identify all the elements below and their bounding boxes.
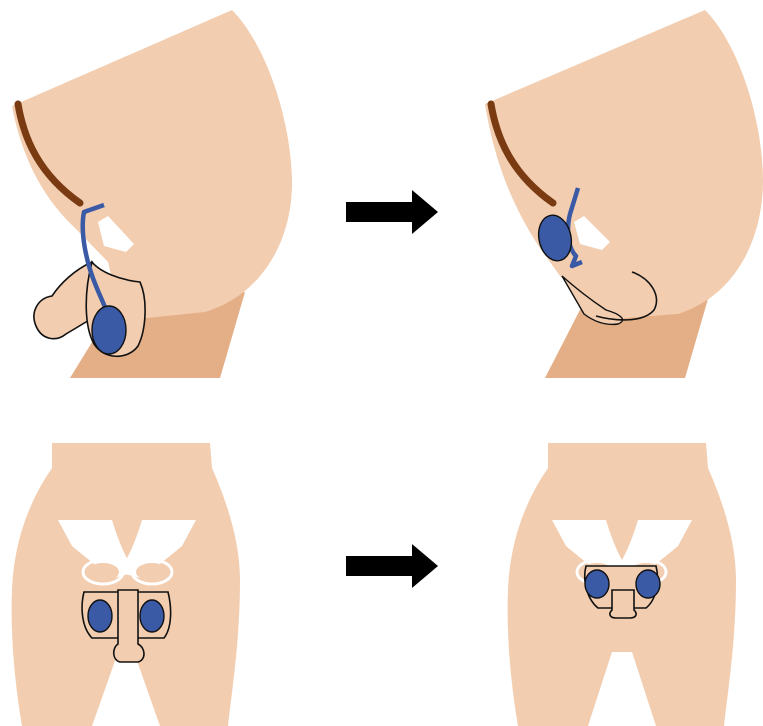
testis-left bbox=[585, 570, 609, 598]
testis bbox=[92, 306, 126, 354]
testis-right bbox=[140, 600, 164, 632]
testis-left bbox=[88, 600, 112, 632]
torso bbox=[485, 10, 763, 320]
right-arrow-icon bbox=[346, 544, 438, 588]
side-view-before bbox=[12, 10, 292, 378]
front-view-before bbox=[12, 443, 240, 726]
transition-arrow-bottom bbox=[346, 544, 438, 588]
obturator-left bbox=[87, 563, 119, 581]
testis-right bbox=[636, 570, 660, 598]
side-view-after bbox=[485, 10, 763, 378]
obturator-right bbox=[136, 563, 168, 581]
right-arrow-icon bbox=[346, 190, 438, 234]
front-view-after bbox=[508, 443, 736, 726]
penis-retracted bbox=[610, 590, 636, 618]
hips-and-legs bbox=[12, 443, 240, 726]
torso bbox=[12, 10, 292, 320]
transition-arrow-top bbox=[346, 190, 438, 234]
